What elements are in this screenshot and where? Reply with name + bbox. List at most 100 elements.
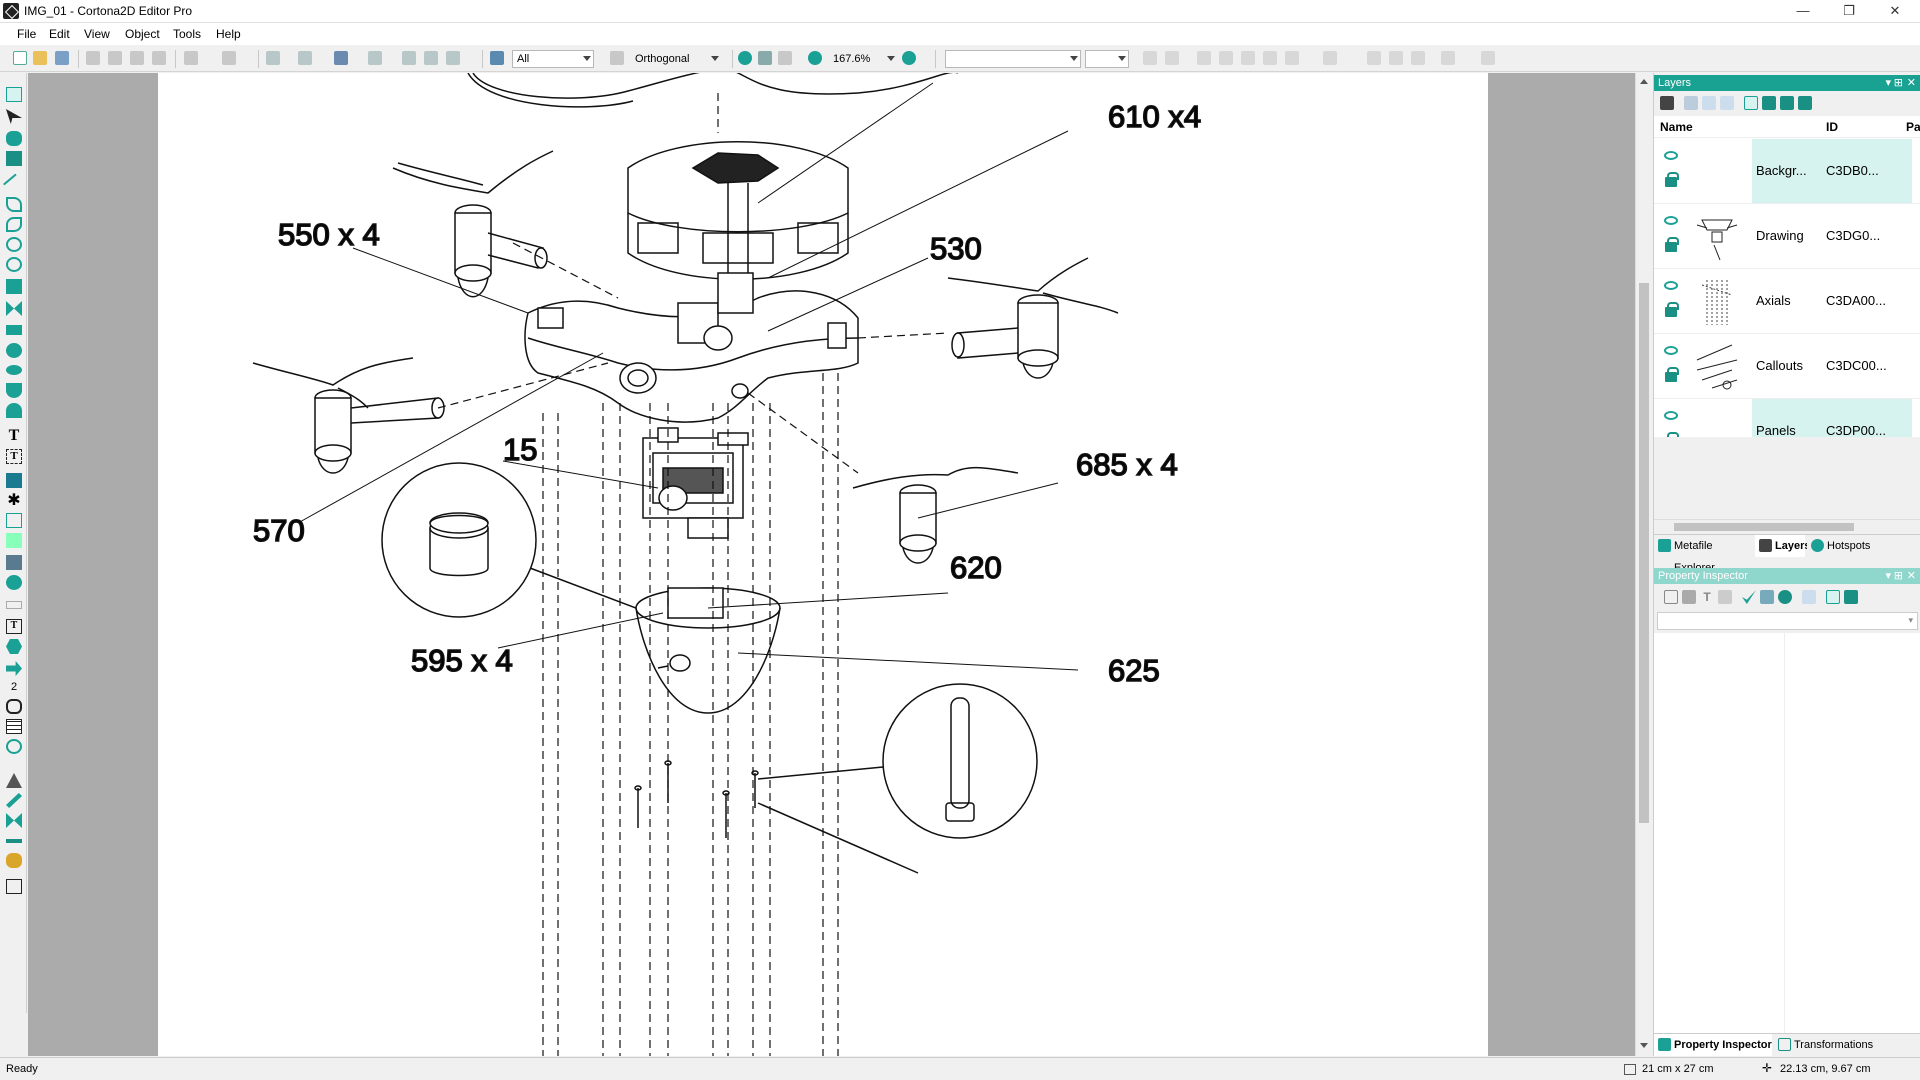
polyline-tool-icon[interactable] — [6, 197, 22, 212]
scroll-up-icon[interactable] — [1640, 79, 1648, 84]
redo-icon[interactable] — [222, 51, 236, 65]
lock-icon[interactable] — [1665, 367, 1679, 382]
scroll-down-icon[interactable] — [1640, 1043, 1648, 1048]
settings-icon[interactable] — [1778, 590, 1792, 604]
balloon-tool-icon[interactable] — [6, 699, 22, 714]
panel-tool-icon[interactable] — [6, 601, 22, 609]
stroke-icon[interactable] — [1664, 590, 1678, 604]
menu-file[interactable]: File — [17, 27, 37, 41]
panel-menu-icon[interactable]: ▾ — [1885, 77, 1891, 89]
ellipse-tool-icon[interactable] — [6, 343, 22, 358]
tab-property-inspector[interactable]: Property Inspector — [1654, 1034, 1772, 1056]
layer-row[interactable]: Drawing C3DG0... — [1654, 204, 1920, 269]
spacing-icon[interactable] — [1323, 51, 1337, 65]
pan-tool-icon[interactable] — [6, 131, 22, 146]
crop-tool-icon[interactable] — [6, 879, 22, 894]
lock-icon[interactable] — [1665, 302, 1679, 317]
curve-tool-icon[interactable] — [6, 217, 22, 232]
close-button[interactable]: ✕ — [1889, 3, 1901, 18]
col-id-header[interactable]: ID — [1826, 120, 1838, 134]
shape-tool-icon[interactable] — [6, 279, 22, 294]
menu-tools[interactable]: Tools — [173, 27, 202, 41]
bold-icon[interactable] — [1197, 51, 1211, 65]
projection-select[interactable]: Orthogonal — [630, 50, 722, 68]
undo-icon[interactable] — [184, 51, 198, 65]
zoom-in-icon[interactable] — [902, 51, 916, 65]
pen-tool-icon[interactable] — [6, 773, 22, 788]
text-color-icon[interactable] — [1285, 51, 1299, 65]
frame-tool-icon[interactable] — [6, 513, 22, 528]
columns-icon[interactable] — [1441, 51, 1455, 65]
font-shrink-icon[interactable] — [1165, 51, 1179, 65]
align-center-icon[interactable] — [1389, 51, 1403, 65]
panel-pin-icon[interactable]: ⊞ — [1893, 570, 1903, 582]
eye-icon[interactable] — [1664, 151, 1678, 160]
rectangle-tool-icon[interactable] — [6, 325, 22, 335]
hexagon-tool-icon[interactable] — [6, 639, 22, 654]
zoom-tool-icon[interactable] — [6, 151, 22, 166]
tab-metafile-explorer[interactable]: Metafile Explorer — [1654, 535, 1754, 574]
panel-close-icon[interactable]: ✕ — [1906, 570, 1916, 582]
layers-tool-icon[interactable] — [6, 555, 22, 570]
oval-tool-icon[interactable] — [6, 365, 22, 375]
select-tool-icon[interactable] — [6, 87, 22, 102]
callout-label[interactable]: 15 — [502, 431, 538, 468]
layer-row[interactable]: Backgr... C3DB0... — [1654, 139, 1920, 204]
arc-tool-icon[interactable] — [6, 237, 22, 252]
text-path-icon[interactable] — [1481, 51, 1495, 65]
connector-tool-icon[interactable] — [6, 739, 22, 754]
group-icon[interactable] — [266, 51, 280, 65]
menu-edit[interactable]: Edit — [49, 27, 70, 41]
panel-close-icon[interactable]: ✕ — [1906, 77, 1916, 89]
callout-label[interactable]: 610 x4 — [1107, 98, 1202, 135]
panel-menu-icon[interactable]: ▾ — [1885, 570, 1891, 582]
edit-layer-icon[interactable] — [1702, 96, 1716, 110]
lock-all-icon[interactable] — [1780, 96, 1794, 110]
menu-help[interactable]: Help — [216, 27, 241, 41]
menu-object[interactable]: Object — [125, 27, 160, 41]
circle-arc-tool-icon[interactable] — [6, 257, 22, 272]
layer-row[interactable]: Axials C3DA00... — [1654, 269, 1920, 334]
sort-az-icon[interactable] — [1844, 590, 1858, 604]
strikethrough-icon[interactable] — [1263, 51, 1277, 65]
cross-tool-icon[interactable] — [6, 301, 22, 316]
italic-icon[interactable] — [1219, 51, 1233, 65]
layer-filter-icon[interactable] — [490, 51, 504, 65]
callout-label[interactable]: 570 — [252, 512, 305, 549]
text-prop-icon[interactable]: T — [1703, 590, 1711, 604]
paste-icon[interactable] — [130, 51, 144, 65]
callout-label[interactable]: 625 — [1107, 652, 1160, 689]
drawing-page[interactable]: 610 x4 550 x 4 530 685 x 4 15 570 620 59… — [158, 73, 1488, 1056]
object-select[interactable]: ▾ — [1657, 612, 1918, 630]
align-left-icon[interactable] — [1367, 51, 1381, 65]
hotspot-tool-icon[interactable] — [6, 575, 22, 590]
bezier-tool-icon[interactable] — [6, 383, 22, 398]
arrow-tool-icon[interactable] — [6, 661, 22, 676]
new-file-icon[interactable] — [13, 51, 27, 65]
hscroll-thumb[interactable] — [1674, 523, 1854, 531]
fill-swatch-icon[interactable] — [1682, 590, 1696, 604]
callout-label[interactable]: 620 — [949, 549, 1002, 586]
eye-icon[interactable] — [1664, 216, 1678, 225]
menu-view[interactable]: View — [84, 27, 110, 41]
spline-tool-icon[interactable] — [6, 403, 22, 418]
object-prop-icon[interactable] — [1802, 590, 1816, 604]
zoom-out-icon[interactable] — [808, 51, 822, 65]
number-tool-icon[interactable]: 2 — [10, 681, 18, 693]
rotate-icon[interactable] — [446, 51, 460, 65]
line-tool-icon[interactable] — [3, 173, 25, 196]
text-frame-tool-icon[interactable]: T — [6, 449, 22, 464]
categorized-icon[interactable] — [1826, 590, 1840, 604]
tab-layers[interactable]: Layers — [1755, 535, 1810, 557]
layer-row[interactable]: Callouts C3DC00... — [1654, 334, 1920, 399]
callout-label[interactable]: 530 — [929, 230, 982, 267]
col-extra-header[interactable]: Pa — [1906, 120, 1920, 134]
direct-select-tool-icon[interactable] — [6, 109, 22, 124]
callout-label[interactable]: 595 x 4 — [410, 642, 513, 679]
scale-icon[interactable] — [424, 51, 438, 65]
move-icon[interactable] — [402, 51, 416, 65]
zoom-fit-icon[interactable] — [738, 51, 752, 65]
eye-icon[interactable] — [1664, 411, 1678, 420]
align-right-icon[interactable] — [1411, 51, 1425, 65]
zoom-selection-icon[interactable] — [778, 51, 792, 65]
